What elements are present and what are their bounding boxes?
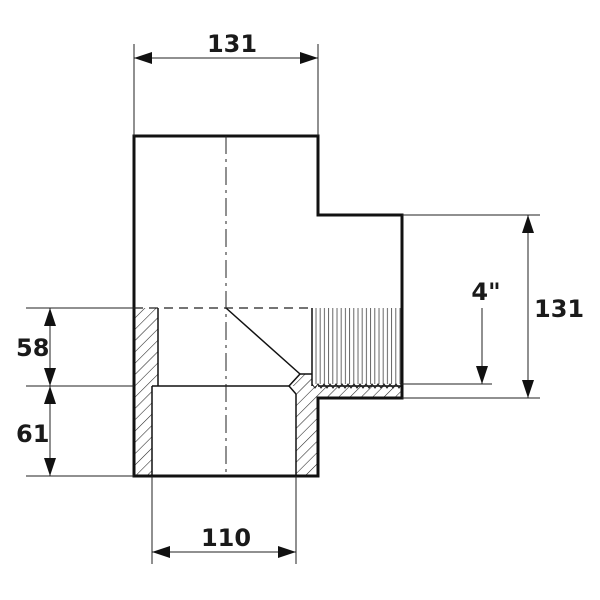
top-width-label: 131: [207, 30, 257, 58]
thread-teeth: [311, 383, 403, 389]
dimension-thread: 4": [471, 278, 501, 384]
dimension-top-width: 131: [134, 30, 318, 64]
branch-bottom-hatch: [318, 386, 402, 398]
dimension-right-height: 131: [522, 215, 584, 398]
chamfer-hatch: [289, 374, 312, 386]
right-socket-hatch: [296, 386, 318, 476]
dimension-upper-left: 58: [16, 308, 56, 386]
dimension-bottom-bore: 110: [152, 524, 296, 558]
inner-lines: [151, 307, 402, 476]
section-hatching: [134, 308, 402, 476]
upper-left-height-label: 58: [16, 334, 49, 362]
internal-thread: [312, 308, 402, 384]
thread-size-label: 4": [471, 278, 500, 306]
lower-left-height-label: 61: [16, 420, 49, 448]
extension-lines: [26, 44, 540, 564]
dimension-lower-left: 61: [16, 386, 56, 476]
bottom-bore-label: 110: [201, 524, 251, 552]
right-height-label: 131: [534, 295, 584, 323]
fitting-outline: [132, 134, 404, 478]
left-wall-hatch: [134, 308, 158, 476]
